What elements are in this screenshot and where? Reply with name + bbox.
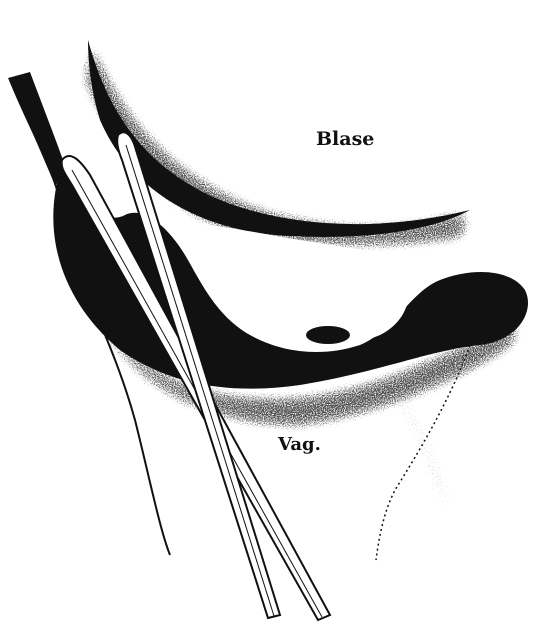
lumen-fold <box>306 326 350 344</box>
label-vag: Vag. <box>277 434 321 455</box>
label-blase: Blase <box>316 128 374 150</box>
left-edge-band <box>8 72 68 185</box>
